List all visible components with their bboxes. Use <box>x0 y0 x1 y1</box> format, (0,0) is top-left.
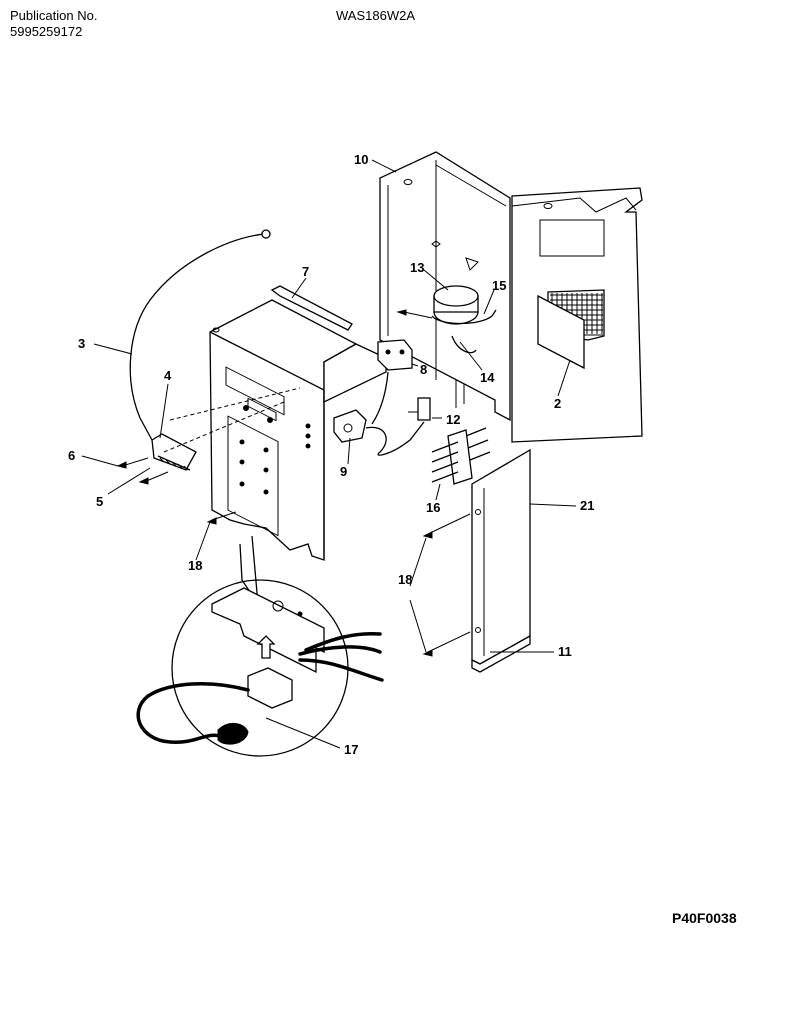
terminal-block <box>431 427 491 485</box>
callout-11: 11 <box>558 644 572 659</box>
callout-4: 4 <box>164 368 172 383</box>
capacitor <box>396 285 497 354</box>
cover-plates <box>471 448 531 673</box>
callout-10: 10 <box>354 152 368 167</box>
leader-lines <box>81 159 577 749</box>
diagram-code: P40F0038 <box>672 910 737 926</box>
control-box <box>209 285 387 561</box>
screws <box>116 387 471 657</box>
callout-8: 8 <box>420 362 427 377</box>
publication-number: 5995259172 <box>10 24 83 39</box>
callout-18-right: 18 <box>398 572 412 587</box>
callout-18-left: 18 <box>188 558 202 573</box>
callout-14: 14 <box>480 370 495 385</box>
callout-2: 2 <box>554 396 561 411</box>
callout-12: 12 <box>446 412 460 427</box>
model-number: WAS186W2A <box>336 8 415 23</box>
callout-13: 13 <box>410 260 424 275</box>
switch-components <box>333 339 431 456</box>
callout-9: 9 <box>340 464 347 479</box>
callout-labels: 10 7 13 15 3 4 8 14 2 6 12 5 9 16 21 18 … <box>68 152 594 757</box>
callout-17: 17 <box>344 742 358 757</box>
publication-label: Publication No. <box>10 8 98 23</box>
callout-6: 6 <box>68 448 75 463</box>
callout-21: 21 <box>580 498 594 513</box>
callout-16: 16 <box>426 500 440 515</box>
callout-7: 7 <box>302 264 309 279</box>
callout-5: 5 <box>96 494 103 509</box>
callout-3: 3 <box>78 336 85 351</box>
filter-grille <box>537 289 605 370</box>
power-cord-detail <box>136 535 384 757</box>
callout-15: 15 <box>492 278 506 293</box>
